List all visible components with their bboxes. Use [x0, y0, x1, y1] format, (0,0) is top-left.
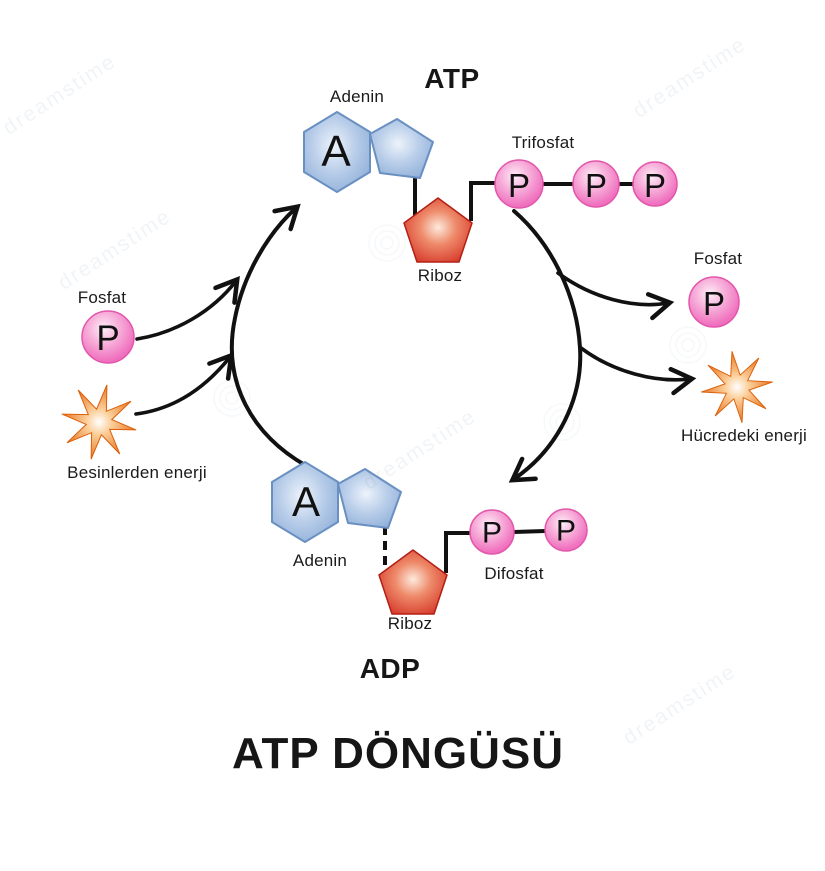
phosphate-circle	[469, 509, 515, 555]
adenine-shape-adp	[271, 461, 402, 543]
adenine-label-adp: Adenin	[292, 551, 348, 570]
phosphate-symbol: P	[555, 514, 577, 548]
phosphate-circle	[572, 160, 620, 208]
phosphate-symbol-output: P	[702, 284, 726, 322]
arrow-adp-to-atp	[229, 203, 316, 472]
arrow-phosphate-out	[556, 271, 675, 321]
phosphate-circle	[544, 508, 588, 552]
adenine-shape-atp	[303, 111, 434, 193]
adenine-label-atp: Adenin	[329, 87, 385, 106]
phosphate-circle	[494, 159, 544, 209]
ribose-label-adp: Riboz	[387, 614, 433, 633]
bond-ribose-phosphate-atp	[469, 181, 495, 221]
page-title: ATP DÖNGÜSÜ	[231, 729, 565, 778]
phosphate-symbol: P	[507, 166, 531, 204]
ribose-shape-adp	[378, 549, 448, 615]
atp-molecule	[303, 111, 678, 263]
atp-title: ATP	[424, 63, 480, 94]
phosphate-symbol: P	[643, 166, 667, 204]
adp-title: ADP	[359, 653, 421, 684]
arrow-phosphate-in	[135, 275, 240, 341]
bond-p1-p2-adp	[513, 529, 546, 534]
phosphate-symbol-input: P	[96, 318, 120, 358]
phosphate-circle-input	[81, 310, 135, 364]
watermark-spirals	[213, 224, 707, 441]
phosphate-symbol: P	[584, 166, 608, 204]
energy-star-output	[701, 351, 773, 423]
diphosphate-group	[469, 508, 588, 555]
diphosphate-label: Difosfat	[484, 564, 544, 583]
phosphate-circle-output	[688, 276, 740, 328]
triphosphate-label: Trifosfat	[511, 133, 575, 152]
adenine-symbol-atp: A	[321, 127, 351, 177]
energy-input-label: Besinlerden enerji	[67, 463, 207, 482]
phosphate-symbol: P	[481, 516, 503, 550]
cycle-arrows	[134, 203, 697, 483]
arrow-energy-out	[579, 346, 697, 396]
energy-output-label: Hücredeki enerji	[680, 426, 808, 445]
ribose-shape-atp	[403, 197, 473, 263]
arrow-energy-in	[134, 352, 234, 416]
phosphate-circle	[632, 161, 678, 207]
phosphate-output-label: Fosfat	[693, 249, 743, 268]
bond-ribose-phosphate-adp	[444, 531, 470, 573]
adenine-symbol-adp: A	[291, 478, 321, 526]
energy-star-input	[61, 384, 137, 460]
triphosphate-group	[494, 159, 678, 209]
ribose-label-atp: Riboz	[417, 266, 463, 285]
phosphate-input-label: Fosfat	[77, 288, 127, 307]
adp-molecule	[271, 461, 588, 615]
